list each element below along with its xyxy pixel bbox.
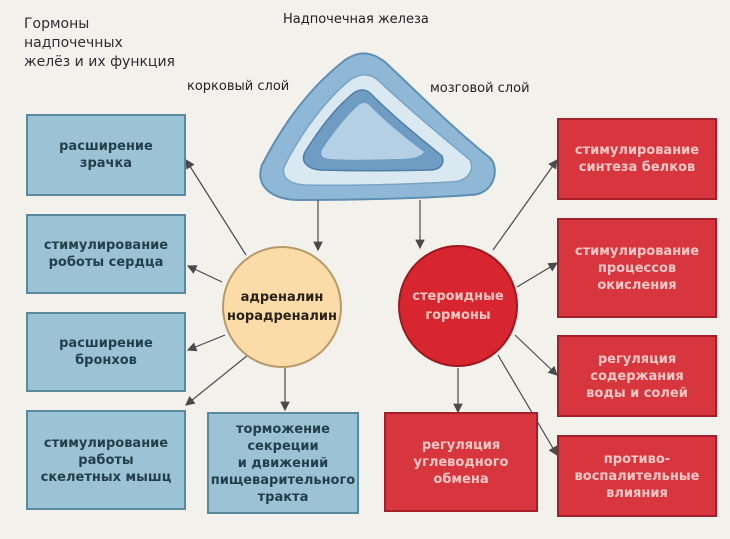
arrow-to-oxidation [516, 262, 559, 288]
effect-bronchi-dilation: расширение бронхов [26, 312, 186, 392]
effect-oxidation: стимулирование процессов окисления [557, 218, 717, 318]
effect-pupil-dilation: расширение зрачка [26, 114, 186, 196]
effect-protein-synthesis: стимулирование синтеза белков [557, 118, 717, 200]
arrow-to-bronchi [186, 334, 226, 352]
effect-heart-stimulation: стимулирование роботы сердца [26, 214, 186, 294]
arrow-to-protein [492, 159, 558, 251]
effect-digestion-inhibition: торможение секреции и движений пищеварит… [207, 412, 359, 514]
effect-water-salt-regulation: регуляция содержания воды и солей [557, 335, 717, 417]
arrow-to-water-salt [514, 334, 558, 376]
arrow-to-inflammation [497, 354, 558, 457]
gland-label: Надпочечная железа [283, 12, 429, 27]
cortex-label: корковый слой [187, 79, 290, 94]
arrow-to-muscles [185, 354, 249, 406]
arrow-to-heart [186, 265, 223, 283]
adrenal-gland-illustration [259, 52, 496, 202]
hub-steroid-hormones: стероидные гормоны [398, 245, 518, 367]
hub-adrenaline: адреналин норадреналин [222, 246, 342, 368]
effect-skeletal-muscle: стимулирование работы скелетных мышц [26, 410, 186, 510]
diagram-title: Гормоны надпочечных желёз и их функция [24, 16, 175, 70]
effect-carbohydrate-regulation: регуляция углеводного обмена [384, 412, 538, 512]
arrow-to-pupil [185, 158, 247, 256]
effect-anti-inflammatory: противо- воспалительные влияния [557, 435, 717, 517]
medulla-label: мозговой слой [430, 81, 530, 96]
